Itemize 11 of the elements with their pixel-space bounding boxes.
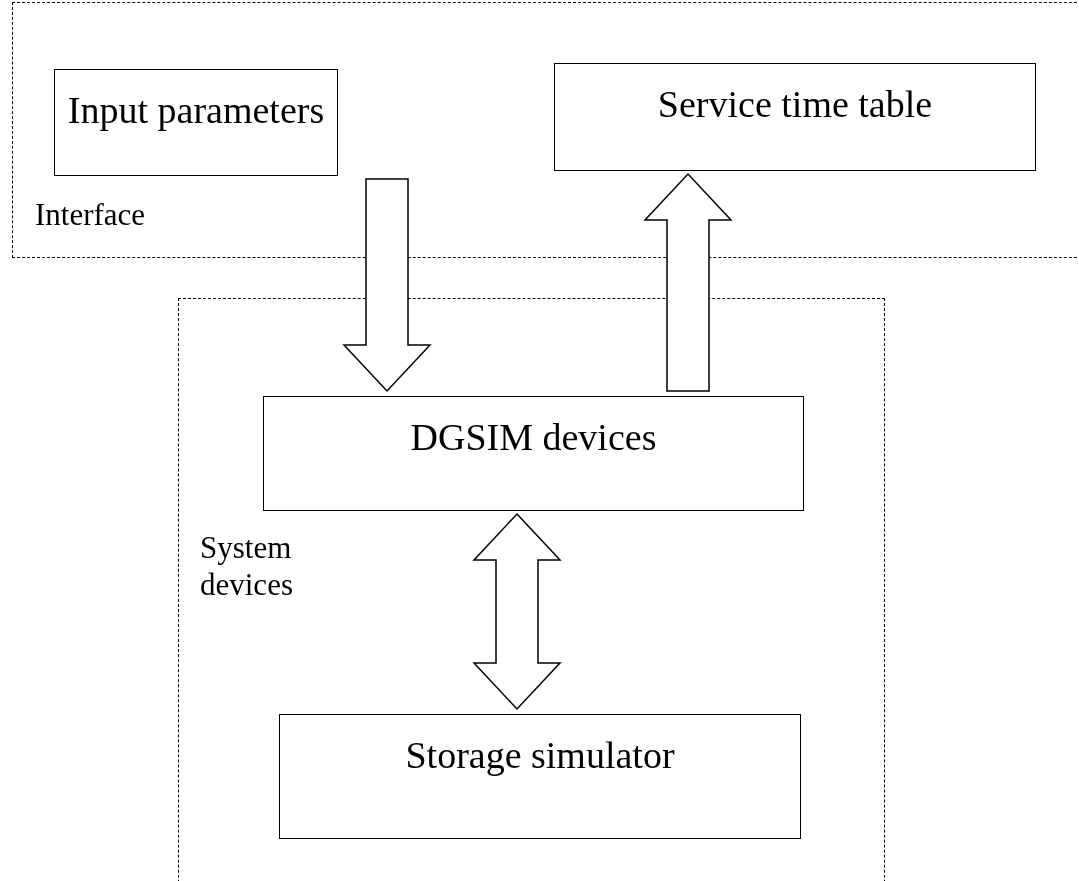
process-box: Service time table bbox=[554, 63, 1036, 171]
block-arrow bbox=[643, 172, 733, 392]
process-box: Input parameters bbox=[54, 69, 338, 176]
group-label: Interface bbox=[35, 196, 147, 234]
group-label: System devices bbox=[200, 529, 294, 604]
process-box: DGSIM devices bbox=[263, 396, 804, 511]
block-arrow bbox=[472, 512, 562, 711]
process-box: Storage simulator bbox=[279, 714, 801, 839]
block-arrow bbox=[342, 178, 432, 393]
dashed-group-box bbox=[178, 298, 885, 881]
dashed-group-box bbox=[12, 2, 1079, 258]
